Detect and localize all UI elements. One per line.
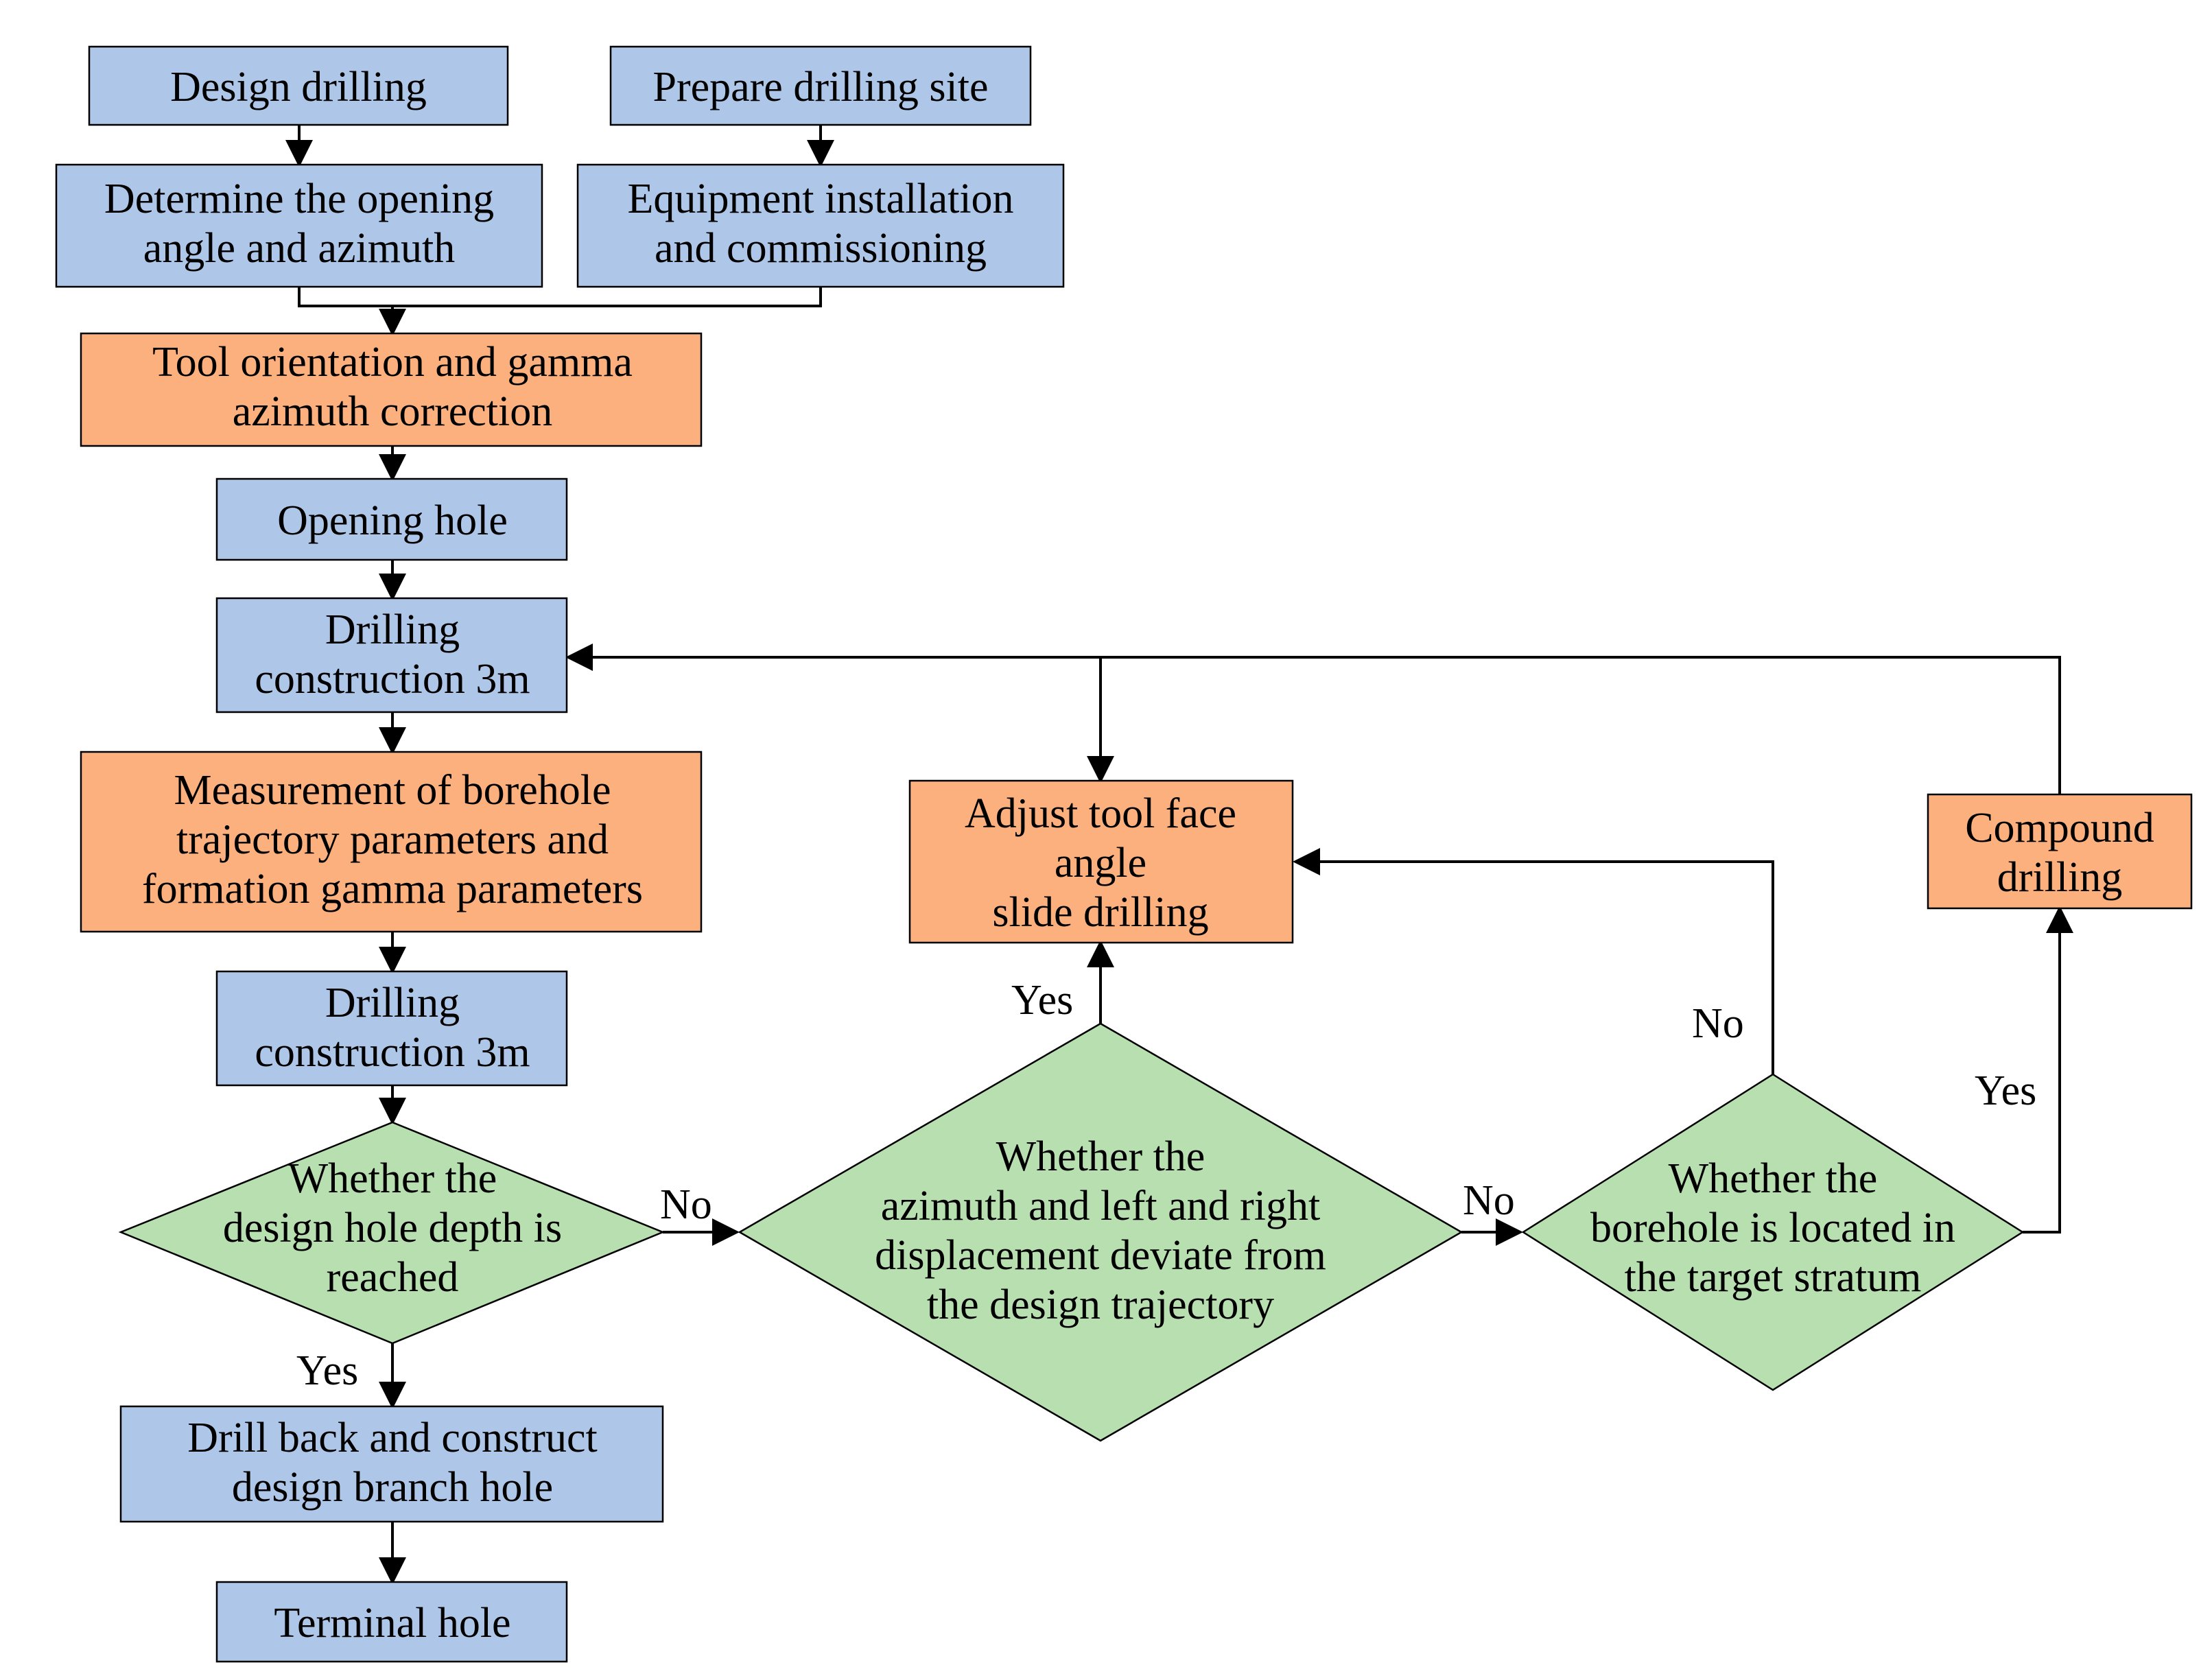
- edge-stratum-no: [1293, 848, 1774, 1074]
- drill-back-line-2: design branch hole: [232, 1464, 553, 1511]
- drilling-2-box: [215, 970, 568, 1087]
- deviation-check-line-2: azimuth and left and right: [881, 1183, 1320, 1229]
- label-stratum-no: No: [1692, 1000, 1744, 1047]
- adjust-tool-line-3: slide drilling: [992, 889, 1208, 936]
- node-opening-hole: Opening hole: [215, 477, 568, 561]
- drilling-2-line-2: construction 3m: [255, 1029, 530, 1076]
- tool-orientation-box: [80, 332, 703, 447]
- edge-compound-loop: [565, 644, 2061, 794]
- determine-angle-line-2: angle and azimuth: [143, 225, 456, 272]
- adjust-tool-line-2: angle: [1055, 840, 1146, 886]
- adjust-tool-box: [908, 779, 1294, 944]
- stratum-check-line-2: borehole is located in: [1590, 1205, 1955, 1251]
- label-depth-yes: Yes: [296, 1347, 358, 1394]
- equipment-install-box: [576, 163, 1065, 288]
- label-deviation-no: No: [1463, 1177, 1515, 1224]
- design-drilling-box: [88, 45, 509, 126]
- determine-angle-line-1: Determine the opening: [104, 176, 494, 222]
- measurement-line-1: Measurement of borehole: [174, 767, 611, 814]
- drill-back-line-1: Drill back and construct: [187, 1415, 597, 1461]
- prepare-site-label: Prepare drilling site: [653, 64, 989, 110]
- connectors: [285, 125, 2073, 1585]
- prepare-site-line-1: Prepare drilling site: [653, 64, 989, 110]
- drilling-1-line-1: Drilling: [325, 606, 460, 653]
- drill-back-box: [119, 1405, 664, 1523]
- equipment-install-line-1: Equipment installation: [627, 176, 1013, 222]
- terminal-hole-box: [215, 1581, 568, 1663]
- deviation-check-line-1: Whether the: [996, 1133, 1205, 1180]
- compound-box: [1927, 793, 2193, 910]
- edge-determine-merge: [298, 287, 822, 307]
- prepare-site-box: [609, 45, 1032, 126]
- opening-hole-box: [215, 477, 568, 561]
- depth-check-line-1: Whether the: [288, 1155, 497, 1202]
- deviation-check-line-3: displacement deviate from: [875, 1232, 1326, 1279]
- depth-check-line-2: design hole depth is: [223, 1205, 562, 1251]
- depth-check-diamond: [118, 1121, 666, 1345]
- stratum-check-line-3: the target stratum: [1625, 1254, 1922, 1301]
- node-prepare-site: Prepare drilling site: [609, 45, 1032, 126]
- stratum-check-diamond: [1521, 1073, 2025, 1391]
- label-deviation-yes: Yes: [1011, 977, 1073, 1024]
- node-terminal-hole: Terminal hole: [215, 1581, 568, 1663]
- measurement-line-2: trajectory parameters and: [176, 816, 609, 863]
- opening-hole-label: Opening hole: [277, 497, 508, 544]
- opening-hole-line-1: Opening hole: [277, 497, 508, 544]
- drilling-1-line-2: construction 3m: [255, 656, 530, 703]
- label-stratum-yes: Yes: [1975, 1067, 2036, 1114]
- adjust-tool-line-1: Adjust tool face: [965, 790, 1236, 837]
- compound-line-1: Compound: [1965, 805, 2154, 851]
- design-drilling-label: Design drilling: [170, 64, 427, 110]
- deviation-check-diamond: [738, 1022, 1463, 1442]
- determine-angle-box: [55, 163, 543, 288]
- drilling-1-box: [215, 597, 568, 713]
- design-drilling-line-1: Design drilling: [170, 64, 427, 110]
- label-depth-no: No: [660, 1181, 712, 1228]
- tool-orientation-line-1: Tool orientation and gamma: [152, 339, 633, 386]
- terminal-hole-label: Terminal hole: [274, 1600, 510, 1647]
- compound-line-2: drilling: [1997, 854, 2123, 901]
- drilling-2-line-1: Drilling: [325, 980, 460, 1026]
- node-design-drilling: Design drilling: [88, 45, 509, 126]
- terminal-hole-line-1: Terminal hole: [274, 1600, 510, 1647]
- deviation-check-line-4: the design trajectory: [927, 1282, 1274, 1328]
- tool-orientation-line-2: azimuth correction: [233, 388, 553, 435]
- edge-stratum-yes: [2023, 906, 2073, 1234]
- depth-check-line-3: reached: [327, 1254, 459, 1301]
- edge-labels: Yes No Yes No No Yes: [296, 977, 2036, 1394]
- measurement-box: [80, 751, 703, 933]
- equipment-install-line-2: and commissioning: [655, 225, 987, 272]
- measurement-line-3: formation gamma parameters: [142, 866, 643, 912]
- stratum-check-line-1: Whether the: [1669, 1155, 1878, 1202]
